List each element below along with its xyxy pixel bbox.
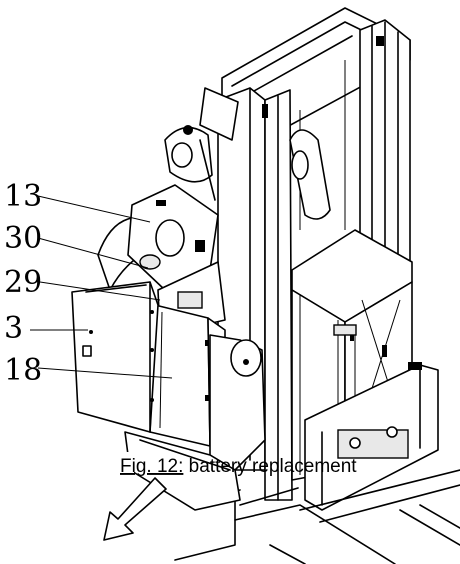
leader-lines [30,195,173,379]
control-head [164,87,239,201]
removal-direction-arrow-icon [103,477,167,541]
forks-base [169,469,460,564]
callout-13: 13 [4,179,42,214]
figure-caption-prefix: Fig. 12: [120,456,183,477]
callout-3: 3 [4,311,23,346]
caption-knockout [122,452,134,478]
figure-caption: Fig. 12: battery replacement [120,456,357,477]
callout-29: 29 [4,265,42,300]
side-door [71,281,159,433]
seat-backrest [289,129,331,220]
callout-30: 30 [4,221,42,256]
battery-housing [97,184,226,336]
figure-caption-text: battery replacement [183,456,357,477]
callout-18: 18 [4,353,42,388]
carriage [291,229,439,511]
